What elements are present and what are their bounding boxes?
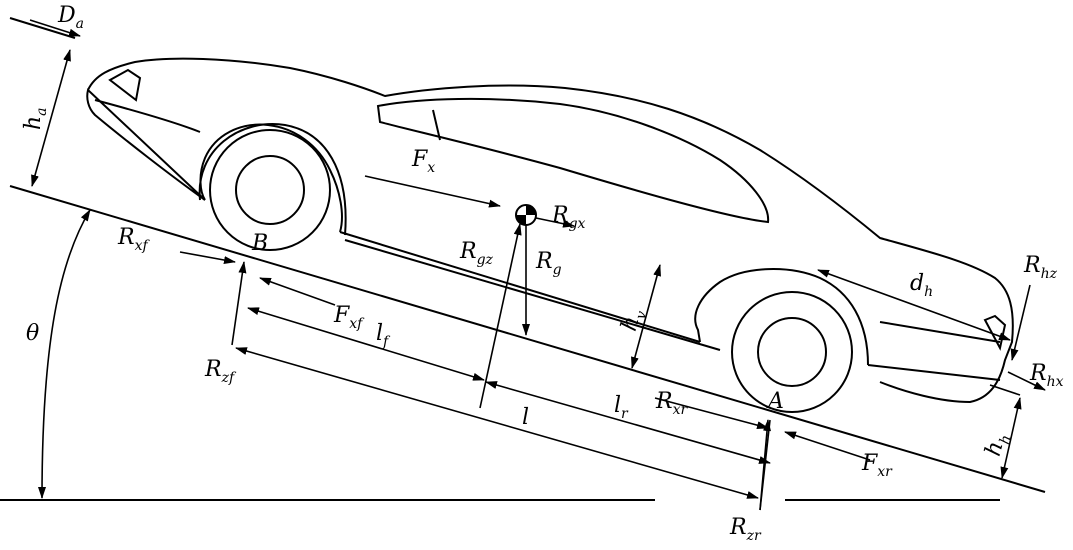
label-B: B (251, 231, 268, 256)
hh-extension (989, 384, 1021, 396)
Rgx-arrow (535, 217, 575, 228)
label-Da: Da (57, 3, 84, 32)
front-wheel (209, 129, 331, 251)
Rzf-arrow (231, 261, 247, 346)
label-A: A (766, 389, 784, 414)
Fxr-arrow (784, 431, 871, 461)
label-Rhx: Rhx (1029, 361, 1064, 390)
dh-dimension (817, 269, 1011, 341)
label-hv: hv (617, 306, 651, 335)
label-Rzf: Rzf (204, 357, 237, 386)
rear-rim (757, 317, 827, 387)
label-ha: ha (21, 107, 50, 130)
Fx-arrow (364, 175, 501, 208)
Da-arrow (29, 19, 81, 37)
window-outline (376, 97, 770, 224)
front-tire (209, 129, 331, 251)
label-Rgz: Rgz (459, 239, 494, 268)
label-dh: dh (910, 271, 933, 300)
hv-dimension (631, 264, 661, 369)
label-lf: lf (376, 321, 391, 350)
label-Rhz: Rhz (1023, 253, 1058, 282)
rear-vertical-extension (759, 419, 771, 511)
rear-wheel (731, 291, 853, 413)
front-rim (235, 155, 305, 225)
Rxf-arrow (179, 251, 236, 264)
label-lr: lr (614, 393, 629, 422)
side-line-rear (879, 321, 1001, 343)
label-Fxr: Fxr (861, 451, 893, 480)
hh-dimension (1000, 397, 1022, 479)
Rhz-arrow (1010, 284, 1031, 361)
rear-bumper (867, 364, 1001, 381)
datum-line-upper (9, 17, 76, 39)
Rgz-arrow (479, 223, 522, 409)
rear-tire (731, 291, 853, 413)
l-dimension (235, 347, 759, 499)
Fxf-arrow (259, 277, 336, 306)
slope-surface (9, 185, 1046, 493)
labels: Da ha θ Rxf B Rzf Fx Fxf lf Rgz Rg Rgx h… (21, 3, 1064, 544)
Rxr-arrow (654, 397, 769, 430)
mirror (432, 109, 441, 141)
dimension-lines (29, 19, 1046, 511)
label-l: l (522, 405, 529, 430)
front-lamp (108, 68, 142, 102)
front-fender-arc (198, 123, 347, 236)
lower-body-line (339, 231, 701, 343)
label-Rxf: Rxf (117, 225, 150, 254)
ground-lines (0, 17, 1046, 501)
lr-dimension (485, 381, 771, 464)
label-hh: hh (981, 430, 1015, 460)
rocker-line (344, 239, 721, 351)
body-outline (86, 57, 1014, 404)
ha-dimension (31, 49, 71, 187)
lf-dimension (247, 307, 485, 381)
label-Rg: Rg (535, 249, 562, 278)
theta-arc (38, 209, 91, 499)
label-Rgx: Rgx (551, 203, 586, 232)
label-theta: θ (26, 321, 39, 346)
label-Rxr: Rxr (655, 389, 688, 418)
label-Rzr: Rzr (729, 515, 762, 544)
center-of-gravity (515, 204, 537, 226)
label-Fxf: Fxf (333, 303, 365, 332)
label-Fx: Fx (411, 147, 435, 176)
Rhx-arrow (1007, 371, 1046, 391)
side-line-front (94, 99, 201, 133)
